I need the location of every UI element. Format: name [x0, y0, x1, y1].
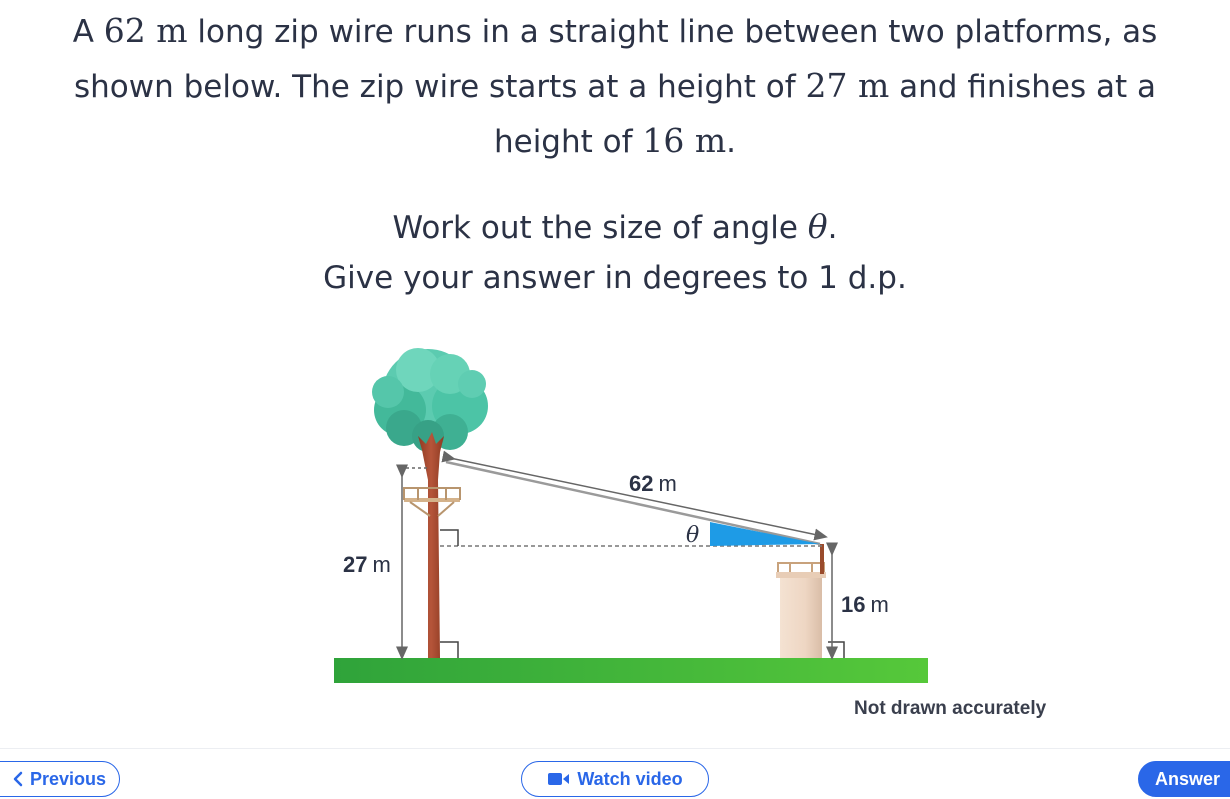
answer-button[interactable]: Answer	[1138, 761, 1230, 797]
question-text: A 62 m long zip wire runs in a straight …	[20, 4, 1210, 169]
question-line-1: A 62 m long zip wire runs in a straight …	[72, 11, 1158, 50]
not-drawn-accurately-note: Not drawn accurately	[854, 698, 1047, 719]
math-theta: θ	[807, 207, 828, 246]
math-start-height: 27 m	[805, 66, 890, 105]
task-text: Work out the size of angle θ. Give your …	[20, 202, 1210, 303]
wire-length-arrow	[441, 450, 828, 541]
question-line-2: shown below. The zip wire starts at a he…	[74, 66, 1156, 105]
tree-trunk	[418, 432, 444, 658]
footer-divider	[0, 748, 1230, 749]
diagram-svg: 62m θ 27m 16m Not drawn accurately	[334, 348, 1047, 719]
previous-label: Previous	[29, 768, 107, 789]
right-angle-marker-bottom-right	[828, 641, 845, 658]
video-camera-icon	[547, 772, 571, 786]
angle-theta-wedge	[710, 522, 820, 546]
pillar-platform	[776, 544, 826, 658]
task-line-1: Work out the size of angle θ.	[392, 207, 838, 246]
previous-button[interactable]: Previous	[0, 761, 120, 797]
math-wire-length: 62 m	[103, 11, 188, 50]
grass-ground	[334, 658, 928, 683]
chevron-left-icon	[12, 771, 24, 787]
watch-video-button[interactable]: Watch video	[521, 761, 709, 797]
answer-label: Answer	[1155, 768, 1221, 789]
task-line-2: Give your answer in degrees to 1 d.p.	[323, 260, 907, 296]
watch-video-label: Watch video	[577, 768, 683, 789]
right-angle-marker-bottom-left	[440, 641, 459, 658]
angle-theta-label: θ	[686, 523, 699, 548]
math-end-height: 16 m	[642, 121, 727, 160]
question-line-3: height of 16 m.	[493, 121, 737, 160]
right-angle-marker-top	[440, 529, 459, 546]
